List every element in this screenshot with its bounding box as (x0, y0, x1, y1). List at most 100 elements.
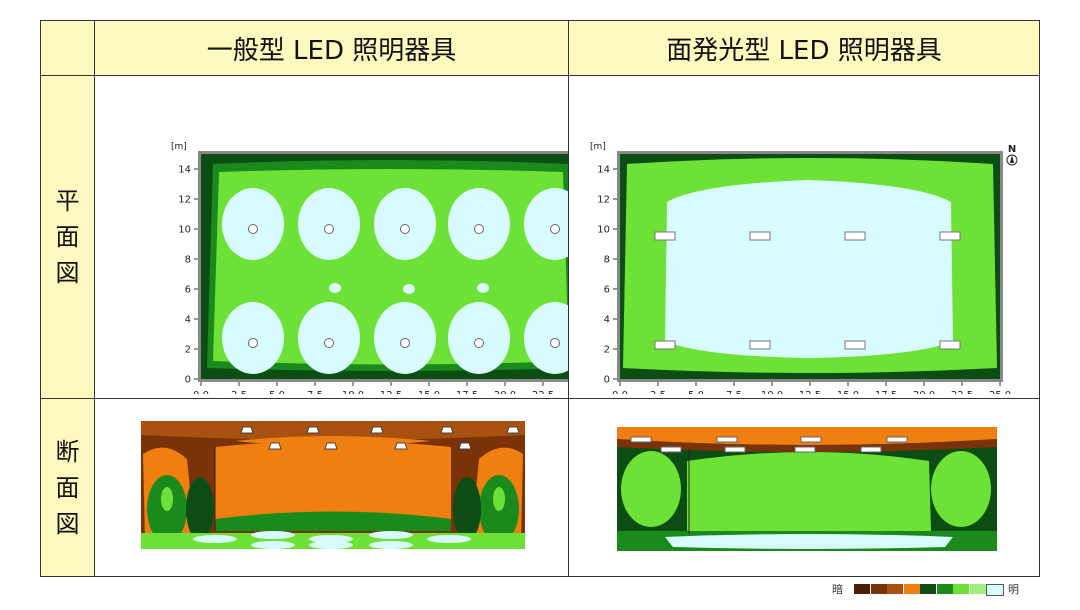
section-standard-map (141, 421, 525, 549)
x-tick-label: 22.5 (532, 390, 554, 394)
fixture-marker (474, 338, 484, 348)
comparison-table: 一般型 LED 照明器具 面発光型 LED 照明器具 平 面 図 0.0 2.5 5… (40, 20, 1040, 577)
plan-surface-cell: 0.02.55.07.510.012.515.017.520.022.525.0… (568, 75, 1040, 408)
panel-fixture (939, 340, 961, 350)
x-tick-label: 0.0 (193, 390, 209, 394)
y-tick-label: 6 (604, 285, 610, 296)
north-arrow-icon (1010, 155, 1014, 163)
panel-fixture (749, 340, 771, 350)
right-wall-bright (493, 487, 505, 511)
y-tick-label: 0 (185, 375, 191, 386)
legend-swatch (870, 584, 887, 594)
row-label-plan: 平 面 図 (40, 75, 95, 399)
x-tick-label: 20.0 (913, 390, 935, 394)
x-tick-label: 0.0 (612, 390, 628, 394)
panel-fixture (630, 436, 652, 443)
x-tick-label: 12.5 (380, 390, 402, 394)
right-wall-dark (453, 477, 481, 541)
legend-swatch (953, 584, 969, 594)
pendant-fixture (458, 442, 472, 450)
y-tick-label: 14 (178, 165, 191, 176)
x-tick-label: 5.0 (269, 390, 285, 394)
floor-light-spot (369, 531, 413, 539)
x-tick-label: 15.0 (418, 390, 440, 394)
x-tick-label: 12.5 (799, 390, 821, 394)
y-unit-label: [m] (590, 142, 606, 152)
left-wall-bright (621, 451, 681, 527)
legend-swatch (936, 584, 953, 594)
panel-fixture (654, 340, 676, 350)
ceiling-dark-band (617, 439, 997, 452)
y-tick-label: 12 (597, 195, 610, 206)
pendant-fixture (268, 442, 282, 450)
row-label-plan-char: 平 (55, 187, 80, 215)
fixture-marker (400, 224, 410, 234)
y-tick-label: 8 (185, 255, 191, 266)
fixture-marker (324, 224, 334, 234)
fixture-marker (248, 338, 258, 348)
fixture-marker (400, 338, 410, 348)
panel-fixture (844, 231, 866, 241)
x-tick-label: 10.0 (342, 390, 364, 394)
x-tick-label: 10.0 (761, 390, 783, 394)
row-label-section-char: 断 (55, 437, 80, 466)
row-label-section-char: 図 (55, 509, 80, 538)
y-tick-label: 4 (185, 315, 191, 326)
panel-fixture (800, 436, 822, 443)
floor-light-spot (309, 541, 353, 549)
y-tick-label: 2 (604, 345, 610, 356)
panel-fixture (886, 436, 908, 443)
floor-edge-green (215, 511, 451, 531)
legend-swatch (887, 584, 903, 594)
panel-fixture (716, 436, 738, 443)
legend-swatch (854, 584, 870, 594)
small-bright-spot (477, 283, 489, 293)
y-tick-label: 6 (185, 285, 191, 296)
pendant-fixture (240, 426, 254, 434)
x-tick-label: 20.0 (494, 390, 516, 394)
panel-fixture (724, 446, 746, 453)
small-bright-spot (403, 284, 415, 294)
x-tick-label: 25.0 (989, 390, 1011, 394)
y-tick-label: 8 (604, 255, 610, 266)
x-tick-label: 15.0 (837, 390, 859, 394)
bright-zone (665, 180, 953, 358)
x-tick-label: 2.5 (231, 390, 247, 394)
row-label-section-char: 面 (55, 473, 80, 502)
ceiling-band (141, 421, 525, 440)
floor-light-spot (309, 535, 353, 543)
fixture-marker (474, 224, 484, 234)
header-standard-led: 一般型 LED 照明器具 (94, 20, 569, 76)
fixture-marker (324, 338, 334, 348)
panel-fixture (939, 231, 961, 241)
left-wall-bright (161, 487, 173, 511)
left-wall-dark (186, 477, 214, 541)
fixture-marker (248, 224, 258, 234)
y-tick-label: 10 (597, 225, 610, 236)
y-tick-label: 2 (185, 345, 191, 356)
floor-light-spot (427, 535, 471, 543)
floor-light-spot (251, 531, 295, 539)
panel-fixture (794, 446, 816, 453)
x-tick-label: 7.5 (726, 390, 742, 394)
section-standard-cell (94, 398, 569, 577)
pendant-fixture (506, 426, 520, 434)
section-surface-cell (568, 398, 1040, 577)
y-tick-label: 12 (178, 195, 191, 206)
panel-fixture (860, 446, 882, 453)
ceiling-glow (235, 436, 431, 446)
legend-swatch (903, 584, 920, 594)
legend-swatch (920, 584, 936, 594)
y-unit-label: [m] (171, 142, 187, 152)
panel-fixture (749, 231, 771, 241)
y-tick-label: 0 (604, 375, 610, 386)
panel-fixture (844, 340, 866, 350)
y-tick-label: 10 (178, 225, 191, 236)
header-surface-emitting-led: 面発光型 LED 照明器具 (568, 20, 1040, 76)
fixture-marker (550, 224, 560, 234)
center-orange (215, 441, 451, 527)
x-tick-label: 7.5 (307, 390, 323, 394)
right-wall-bright (931, 451, 991, 527)
pendant-fixture (440, 426, 454, 434)
x-tick-label: 17.5 (875, 390, 897, 394)
